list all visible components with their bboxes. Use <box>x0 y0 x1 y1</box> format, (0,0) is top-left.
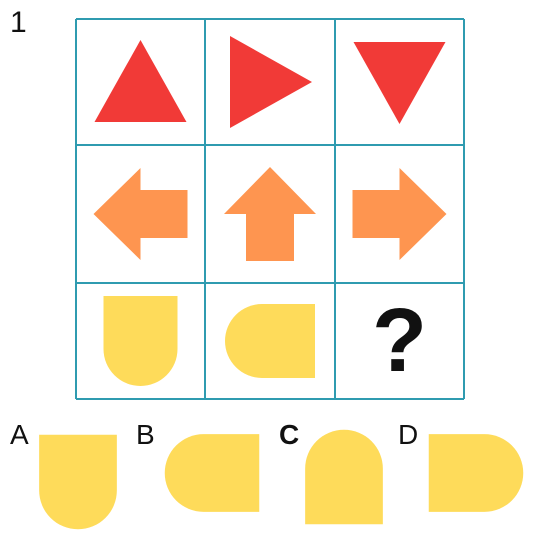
arrow-shape <box>93 168 188 260</box>
triangle-shape <box>94 40 187 122</box>
triangle-shape <box>353 42 446 124</box>
option-c-shape[interactable] <box>304 428 384 526</box>
rounded-d-shape <box>428 434 524 512</box>
option-c-label: C <box>279 419 300 450</box>
option-a-label: A <box>10 419 29 450</box>
cell-1-3-triangle-down <box>335 19 464 145</box>
cell-2-2-arrow-up <box>205 145 335 283</box>
option-b-shape[interactable] <box>163 433 261 513</box>
cell-2-3-arrow-right <box>335 145 464 283</box>
cell-2-1-arrow-left <box>76 145 205 283</box>
rounded-d-shape <box>225 304 315 378</box>
rounded-d-shape <box>39 434 117 530</box>
puzzle-grid: ? <box>75 18 465 400</box>
option-d-label: D <box>398 419 419 450</box>
cell-1-1-triangle-up <box>76 19 205 145</box>
rounded-d-shape <box>305 429 383 525</box>
rounded-d-shape <box>164 434 260 512</box>
cell-1-2-triangle-right <box>205 19 335 145</box>
cell-3-1-d-shape-down <box>76 283 205 399</box>
cell-3-3-question: ? <box>335 283 464 399</box>
arrow-shape <box>224 167 316 261</box>
triangle-shape <box>230 36 312 128</box>
arrow-shape <box>352 168 447 260</box>
rounded-d-shape <box>103 296 178 386</box>
question-mark: ? <box>372 291 427 391</box>
cell-3-2-d-shape-left <box>205 283 335 399</box>
grid-lines <box>75 18 465 400</box>
option-d-shape[interactable] <box>427 433 525 513</box>
puzzle-number: 1 <box>10 6 27 39</box>
option-a-shape[interactable] <box>38 433 118 531</box>
option-b-label: B <box>136 419 155 450</box>
